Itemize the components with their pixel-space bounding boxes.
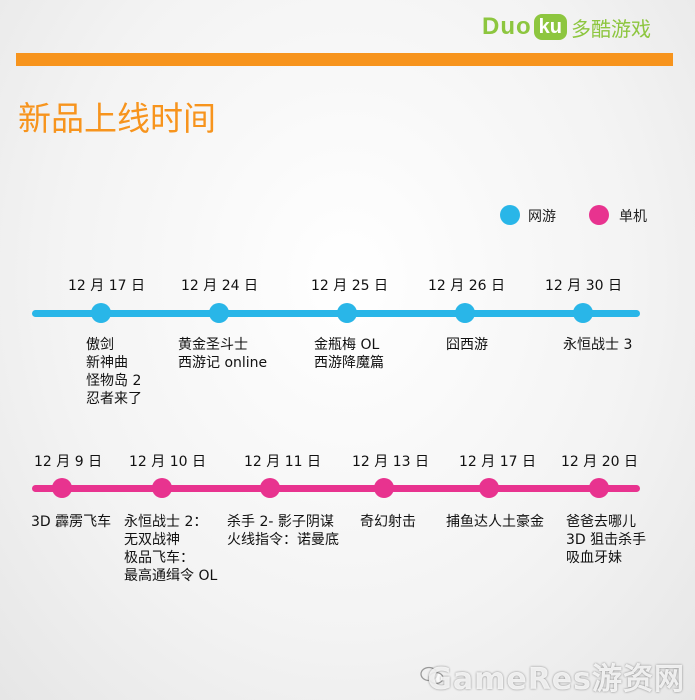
game-title: 3D 狙击杀手 [566,532,647,548]
online-event-date: 12 月 17 日 [68,278,145,294]
online-event-date: 12 月 25 日 [311,278,388,294]
logo-chinese-text: 多酷游戏 [571,16,651,41]
page-title: 新品上线时间 [18,99,216,138]
game-title: 囧西游 [446,337,488,353]
game-title: 奇幻射击 [360,514,416,530]
offline-event-node [589,478,609,498]
offline-event-games: 3D 霹雳飞车 [31,513,111,531]
game-title: 无双战神 [124,532,180,548]
online-event-node [337,303,357,323]
offline-event-date: 12 月 10 日 [129,454,206,470]
duoku-logo: Duo ku 多酷游戏 [482,10,651,44]
game-title: 傲剑 [86,337,114,353]
game-title: 西游降魔篇 [314,355,384,371]
game-title: 黄金圣斗士 [178,337,248,353]
online-event-node [455,303,475,323]
game-title: 爸爸去哪儿 [566,514,636,530]
legend-online-label: 网游 [528,209,556,225]
online-event-date: 12 月 26 日 [428,278,505,294]
offline-event-games: 奇幻射击 [360,513,416,531]
online-event-games: 永恒战士 3 [563,336,632,354]
online-event-node [91,303,111,323]
game-title: 新神曲 [86,355,128,371]
legend-online-dot [500,205,520,225]
offline-event-date: 12 月 13 日 [352,454,429,470]
online-timeline-line [32,310,640,317]
offline-event-games: 爸爸去哪儿 3D 狙击杀手 吸血牙妹 [566,513,646,567]
online-event-games: 金瓶梅 OL 西游降魔篇 [314,336,384,372]
offline-event-date: 12 月 20 日 [561,454,638,470]
legend-offline-dot [589,205,609,225]
wechat-icon [420,666,444,685]
header-divider-bar [16,53,673,66]
offline-event-node [52,478,72,498]
game-title: 永恒战士 3 [563,337,633,353]
online-event-date: 12 月 24 日 [181,278,258,294]
offline-event-games: 捕鱼达人土豪金 [446,513,544,531]
logo-duo-text: Duo [482,13,532,40]
offline-event-node [152,478,172,498]
watermark-text: GameRes游资网 [427,662,685,697]
online-event-games: 囧西游 [446,336,488,354]
legend-offline-label: 单机 [619,209,647,225]
online-event-node [573,303,593,323]
offline-event-games: 永恒战士 2： 无双战神 极品飞车： 最高通缉令 OL [124,513,217,585]
offline-event-date: 12 月 11 日 [244,454,321,470]
offline-event-node [479,478,499,498]
offline-event-games: 杀手 2- 影子阴谋 火线指令：诺曼底 [227,513,339,549]
logo-ku-badge: ku [533,14,567,40]
online-event-games: 黄金圣斗士 西游记 online [178,336,267,372]
offline-event-date: 12 月 9 日 [34,454,103,470]
game-title: 吸血牙妹 [566,550,622,566]
offline-event-node [260,478,280,498]
game-title: 极品飞车： [124,550,194,566]
game-title: 3D 霹雳飞车 [31,514,112,530]
offline-event-date: 12 月 17 日 [459,454,536,470]
game-title: 怪物岛 2 [86,373,142,389]
offline-timeline-line [32,485,640,492]
online-event-date: 12 月 30 日 [545,278,622,294]
online-event-node [209,303,229,323]
game-title: 永恒战士 2： [124,514,208,530]
online-event-games: 傲剑 新神曲 怪物岛 2 忍者来了 [86,336,142,408]
offline-event-node [374,478,394,498]
game-title: 火线指令：诺曼底 [227,532,339,548]
game-title: 忍者来了 [86,391,142,407]
game-title: 杀手 2- 影子阴谋 [227,514,334,530]
game-title: 最高通缉令 OL [124,568,218,584]
game-title: 捕鱼达人土豪金 [446,514,544,530]
game-title: 金瓶梅 OL [314,337,380,353]
game-title: 西游记 online [178,355,268,371]
